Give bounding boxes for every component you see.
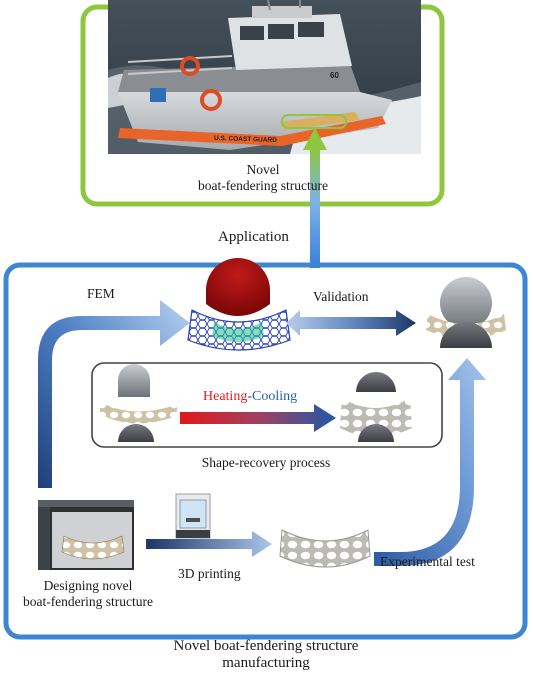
fem-label: FEM [87, 286, 115, 301]
application-arrow-head [303, 128, 327, 150]
application-caption-line2: boat-fendering structure [197, 178, 329, 193]
heating-cooling-dash: - [247, 389, 252, 404]
heating-cooling-label: Heating-Cooling [203, 389, 297, 405]
experimental-label: Experimental test [380, 554, 475, 569]
manufacturing-box [3, 262, 528, 640]
validation-label: Validation [313, 289, 369, 304]
experimental-result-image [426, 277, 506, 348]
heating-word: Heating [203, 389, 248, 404]
application-caption-line1: Novel [246, 162, 280, 177]
heating-cooling-arrow [180, 404, 336, 432]
recovered-specimen-image [340, 372, 412, 442]
application-arrow-shaft [310, 148, 320, 268]
validation-arrow [286, 310, 416, 336]
designing-label-line2: boat-fendering structure [22, 594, 154, 609]
printing-arrow [146, 531, 272, 557]
designing-label-line1: Designing novel [43, 578, 133, 593]
manufacturing-caption-line2: manufacturing [222, 655, 310, 671]
design-software-screenshot [38, 500, 134, 570]
shape-recovery-box [91, 362, 443, 448]
3d-printer-image [175, 493, 211, 539]
cooling-word: Cooling [252, 389, 298, 404]
printed-specimen-image [279, 529, 371, 568]
hull-lettering: U.S. COAST GUARD [213, 134, 277, 145]
shape-recovery-label: Shape-recovery process [201, 455, 331, 470]
experimental-arrow [374, 358, 486, 566]
fem-arrow [38, 300, 190, 488]
hull-number: 60 [330, 71, 339, 80]
fem-model-image [187, 258, 291, 351]
deformed-specimen-image [100, 364, 178, 442]
manufacturing-caption-line1: Novel boat-fendering structure [173, 638, 359, 654]
application-label: Application [218, 229, 289, 245]
coast-guard-boat-photo [108, 0, 421, 154]
printing-label: 3D printing [178, 566, 241, 581]
